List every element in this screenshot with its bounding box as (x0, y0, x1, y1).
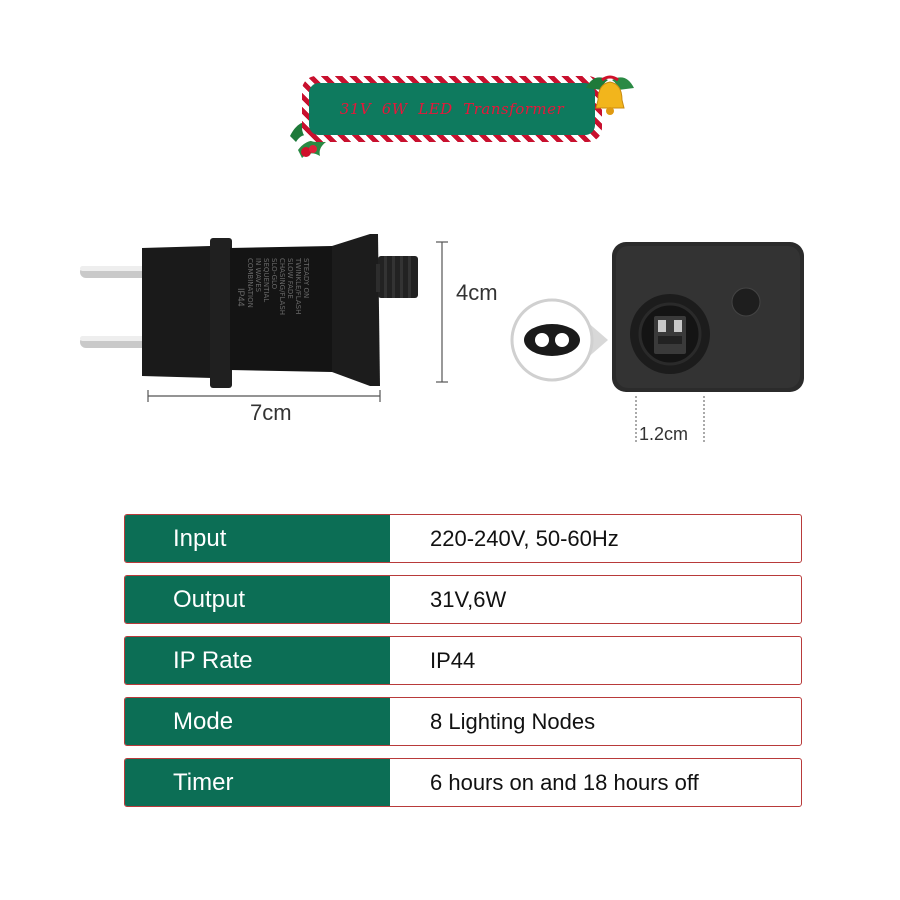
adapter-ip-mark: IP44 (236, 288, 246, 307)
spec-label: Mode (125, 698, 390, 745)
spec-row-timer: Timer 6 hours on and 18 hours off (124, 758, 802, 807)
spec-label: Output (125, 576, 390, 623)
svg-text:STEADY ON: STEADY ON (302, 258, 310, 298)
spec-value: 220-240V, 50-60Hz (430, 525, 619, 551)
spec-row-ip-rate: IP Rate IP44 (124, 636, 802, 685)
banner-frame: 31V 6W LED Transformer (302, 76, 602, 142)
spec-row-input: Input 220-240V, 50-60Hz (124, 514, 802, 563)
svg-text:SLOW FADE: SLOW FADE (286, 258, 294, 299)
spec-label: IP Rate (125, 637, 390, 684)
adapter-front-view (612, 242, 804, 442)
spec-value: IP44 (430, 647, 476, 673)
spec-value: 8 Lighting Nodes (430, 708, 596, 734)
svg-text:SEQUENTIAL: SEQUENTIAL (262, 258, 270, 302)
banner-title: 31V 6W LED Transformer (339, 100, 565, 118)
length-dimension-line (147, 390, 381, 402)
svg-text:IN WAVES: IN WAVES (254, 258, 262, 293)
adapter-side-view: COMBINATION IN WAVES SEQUENTIAL SLO-GLO … (80, 234, 448, 402)
spec-table: Input 220-240V, 50-60Hz Output 31V,6W IP… (124, 514, 802, 819)
title-banner: 31V 6W LED Transformer (280, 66, 640, 166)
svg-text:COMBINATION: COMBINATION (246, 258, 254, 308)
spec-row-mode: Mode 8 Lighting Nodes (124, 697, 802, 746)
spec-value: 31V,6W (430, 586, 507, 612)
svg-text:SLO-GLO: SLO-GLO (270, 258, 278, 290)
spec-label: Timer (125, 759, 390, 806)
bell-icon (586, 75, 634, 115)
svg-text:TWINKLE/FLASH: TWINKLE/FLASH (294, 257, 302, 314)
length-label: 7cm (250, 400, 292, 425)
height-label: 4cm (456, 280, 498, 305)
svg-text:CHASING/FLASH: CHASING/FLASH (278, 258, 286, 315)
power-button-icon[interactable] (731, 287, 761, 317)
adapter-embossed-text: COMBINATION IN WAVES SEQUENTIAL SLO-GLO … (246, 257, 310, 315)
spec-label: Input (125, 515, 390, 562)
spec-row-output: Output 31V,6W (124, 575, 802, 624)
socket-icon (510, 298, 608, 382)
spec-value: 6 hours on and 18 hours off (430, 769, 699, 795)
plug-pins (80, 266, 150, 348)
height-dimension-line (436, 241, 448, 383)
socket-width-label: 1.2cm (639, 424, 689, 444)
